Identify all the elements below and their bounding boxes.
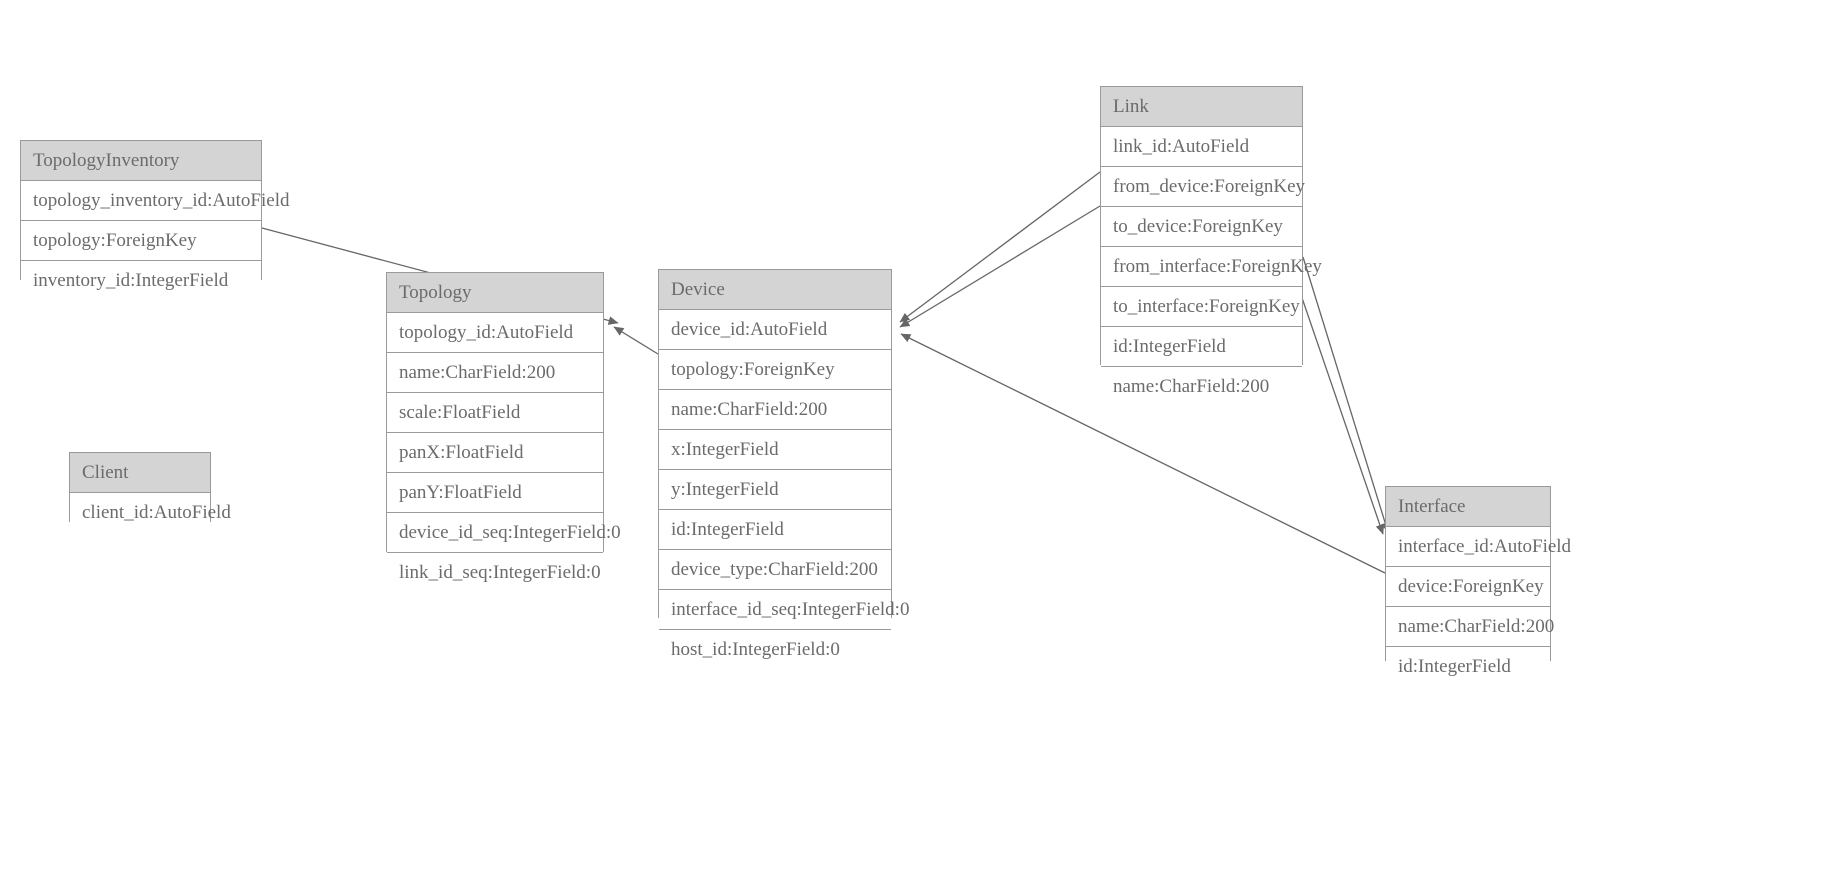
entity-field-row[interactable]: to_interface:ForeignKey — [1101, 287, 1302, 327]
entity-field-row[interactable]: x:IntegerField — [659, 430, 891, 470]
entity-field-row[interactable]: id:IntegerField — [659, 510, 891, 550]
entity-field-row[interactable]: name:CharField:200 — [1386, 607, 1554, 647]
entity-title-topologyinventory: TopologyInventory — [21, 141, 261, 181]
entity-field-row[interactable]: device_id:AutoField — [659, 310, 891, 350]
entity-title-topology: Topology — [387, 273, 603, 313]
entity-field-row[interactable]: y:IntegerField — [659, 470, 891, 510]
entity-field-row[interactable]: client_id:AutoField — [70, 493, 231, 533]
entity-title-client: Client — [70, 453, 210, 493]
entity-field-row[interactable]: scale:FloatField — [387, 393, 603, 433]
entity-field-row[interactable]: link_id_seq:IntegerField:0 — [387, 553, 603, 593]
entity-field-row[interactable]: topology_id:AutoField — [387, 313, 603, 353]
entity-field-row[interactable]: to_device:ForeignKey — [1101, 207, 1302, 247]
relationship-edge-device-to-topology[interactable] — [613, 326, 659, 355]
entity-field-row[interactable]: inventory_id:IntegerField — [21, 261, 261, 301]
entity-field-row[interactable]: name:CharField:200 — [1101, 367, 1302, 407]
entity-title-device: Device — [659, 270, 891, 310]
entity-field-row[interactable]: id:IntegerField — [1101, 327, 1302, 367]
relationship-edge-link-to-device-to-device[interactable] — [899, 205, 1101, 328]
entity-field-row[interactable]: device_id_seq:IntegerField:0 — [387, 513, 621, 553]
relationship-edge-link-from-device-to-device[interactable] — [899, 171, 1101, 323]
entity-field-row[interactable]: from_interface:ForeignKey — [1101, 247, 1322, 287]
entity-field-row[interactable]: panX:FloatField — [387, 433, 603, 473]
entity-field-row[interactable]: link_id:AutoField — [1101, 127, 1302, 167]
entity-field-row[interactable]: topology:ForeignKey — [659, 350, 891, 390]
entity-field-row[interactable]: name:CharField:200 — [659, 390, 891, 430]
entity-field-row[interactable]: panY:FloatField — [387, 473, 603, 513]
entity-field-row[interactable]: interface_id_seq:IntegerField:0 — [659, 590, 909, 630]
entity-field-row[interactable]: topology_inventory_id:AutoField — [21, 181, 290, 221]
entity-title-link: Link — [1101, 87, 1302, 127]
relationship-edge-link-to-interface-to-interface[interactable] — [1299, 291, 1385, 535]
entity-field-row[interactable]: device:ForeignKey — [1386, 567, 1550, 607]
entity-field-row[interactable]: interface_id:AutoField — [1386, 527, 1571, 567]
entity-title-interface: Interface — [1386, 487, 1550, 527]
entity-field-row[interactable]: host_id:IntegerField:0 — [659, 630, 891, 670]
entity-field-row[interactable]: topology:ForeignKey — [21, 221, 261, 261]
entity-field-row[interactable]: name:CharField:200 — [387, 353, 603, 393]
entity-field-row[interactable]: id:IntegerField — [1386, 647, 1550, 687]
relationship-edge-link-from-interface-to-interface[interactable] — [1302, 256, 1390, 533]
entity-field-row[interactable]: device_type:CharField:200 — [659, 550, 891, 590]
entity-field-row[interactable]: from_device:ForeignKey — [1101, 167, 1305, 207]
